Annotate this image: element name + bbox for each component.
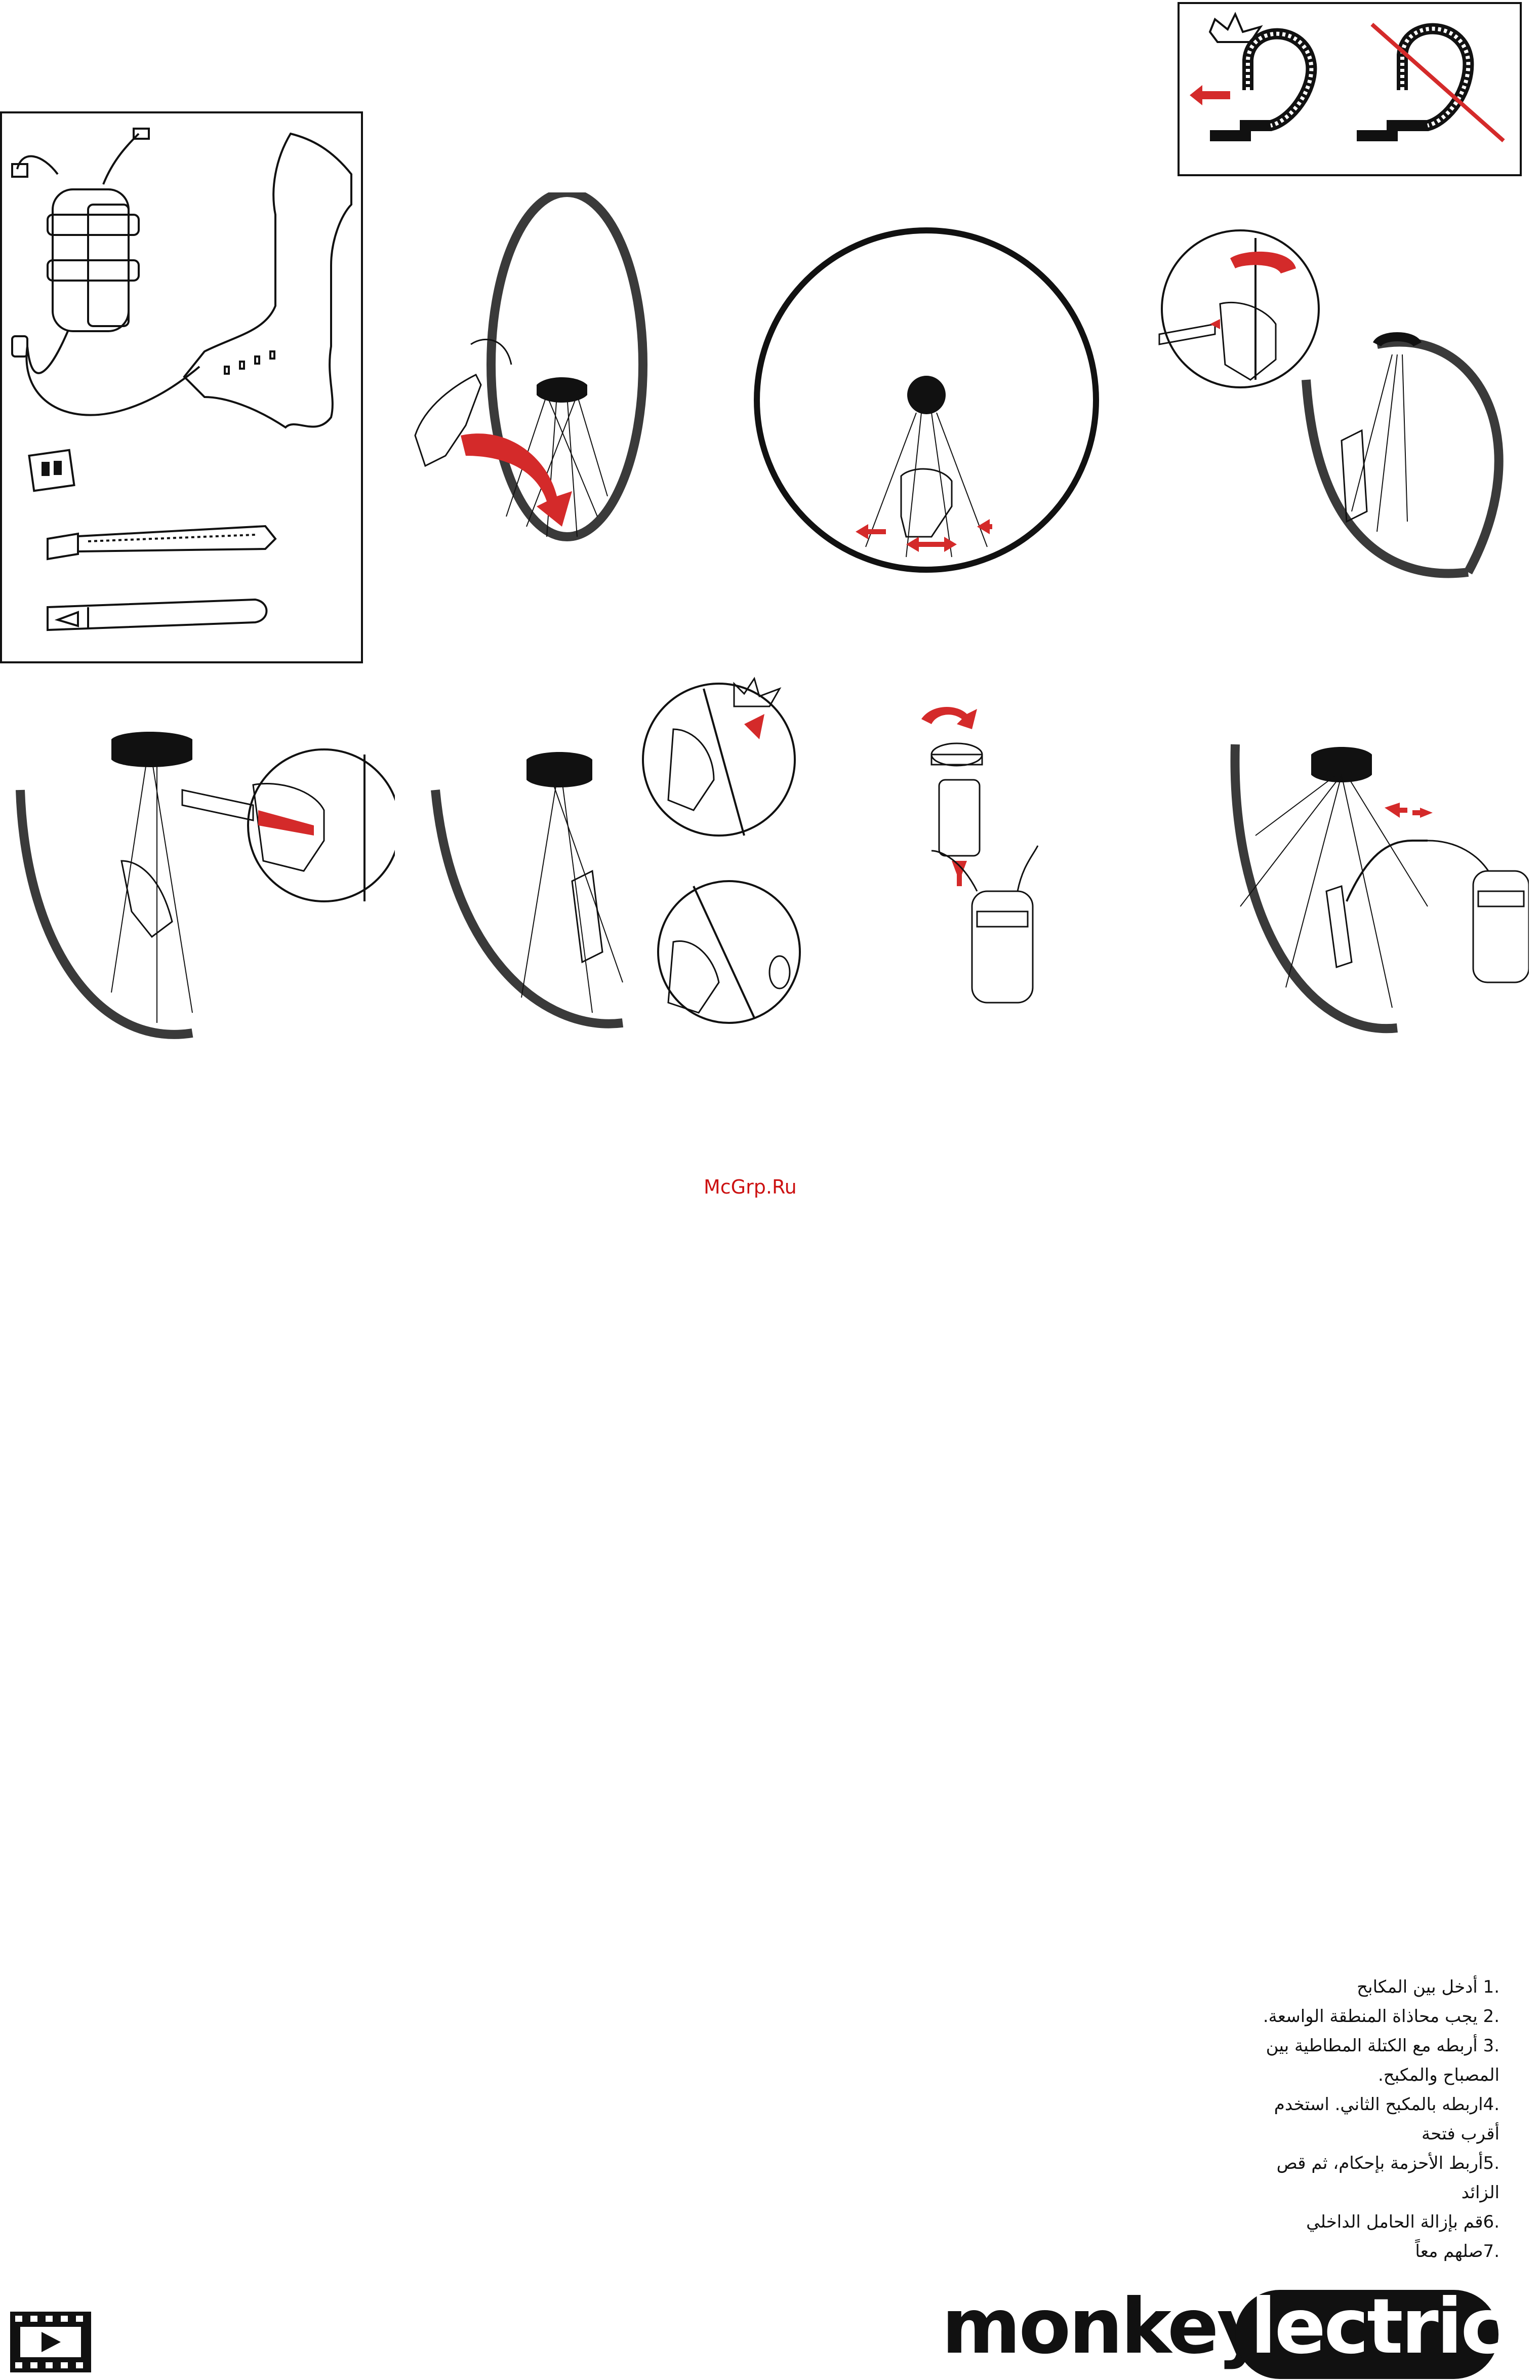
step-3-rubber-block-illustration: [1124, 228, 1529, 582]
incorrect-kink-icon: [1357, 24, 1504, 141]
step-2-align-illustration: [739, 213, 1114, 587]
rubber-block-icon: [29, 450, 74, 491]
step-line-6: .6قم بإزالة الحامل الداخلي: [1216, 2207, 1500, 2237]
mounting-bracket-icon: [184, 134, 351, 427]
assembly-steps-list: .1 أدخل بين المكابح .2 يجب محاذاة المنطق…: [1216, 1972, 1500, 2266]
no-kink-illustration: [1180, 4, 1520, 174]
step-line-3: .3 أربطه مع الكتلة المطاطية بين: [1216, 2031, 1500, 2060]
battery-pack-icon: [12, 129, 199, 415]
step-line-5-cont: الزائد: [1216, 2178, 1500, 2207]
step-5-tighten-trim-illustration: [430, 668, 845, 1074]
step-line-2: .2 يجب محاذاة المنطقة الواسعة.: [1216, 2002, 1500, 2031]
step-line-4: .4اربطه بالمكبح الثاني. استخدم: [1216, 2090, 1500, 2119]
brand-logo: monkey lectric: [926, 2279, 1514, 2380]
brand-logo-part1: monkey: [942, 2283, 1264, 2371]
brand-logo-part2: lectric: [1250, 2283, 1504, 2371]
step-line-5: .5أربط الأحزمة بإحكام، ثم قص: [1216, 2149, 1500, 2178]
cable-tie-icon: [48, 526, 275, 559]
step-line-7: .7صلهم معاً: [1216, 2237, 1500, 2266]
parts-inventory-box: [0, 111, 363, 663]
play-video-icon[interactable]: [10, 2312, 91, 2372]
step-6-remove-holder-illustration: [901, 699, 1063, 1013]
correct-bend-icon: [1190, 14, 1311, 136]
watermark-text: McGrp.Ru: [704, 1176, 797, 1198]
cable-bend-rule-box: [1178, 2, 1522, 176]
step-line-3-cont: المصباح والمكبح.: [1216, 2060, 1500, 2090]
step-line-1: .1 أدخل بين المكابح: [1216, 1972, 1500, 2002]
step-line-4-cont: أقرب فتحة: [1216, 2119, 1500, 2149]
velcro-strap-icon: [48, 600, 267, 630]
step-4-second-brake-illustration: [10, 709, 395, 1053]
parts-illustration: [2, 113, 361, 661]
step-7-connect-illustration: [1225, 724, 1529, 1053]
step-1-insert-illustration: [395, 192, 678, 598]
